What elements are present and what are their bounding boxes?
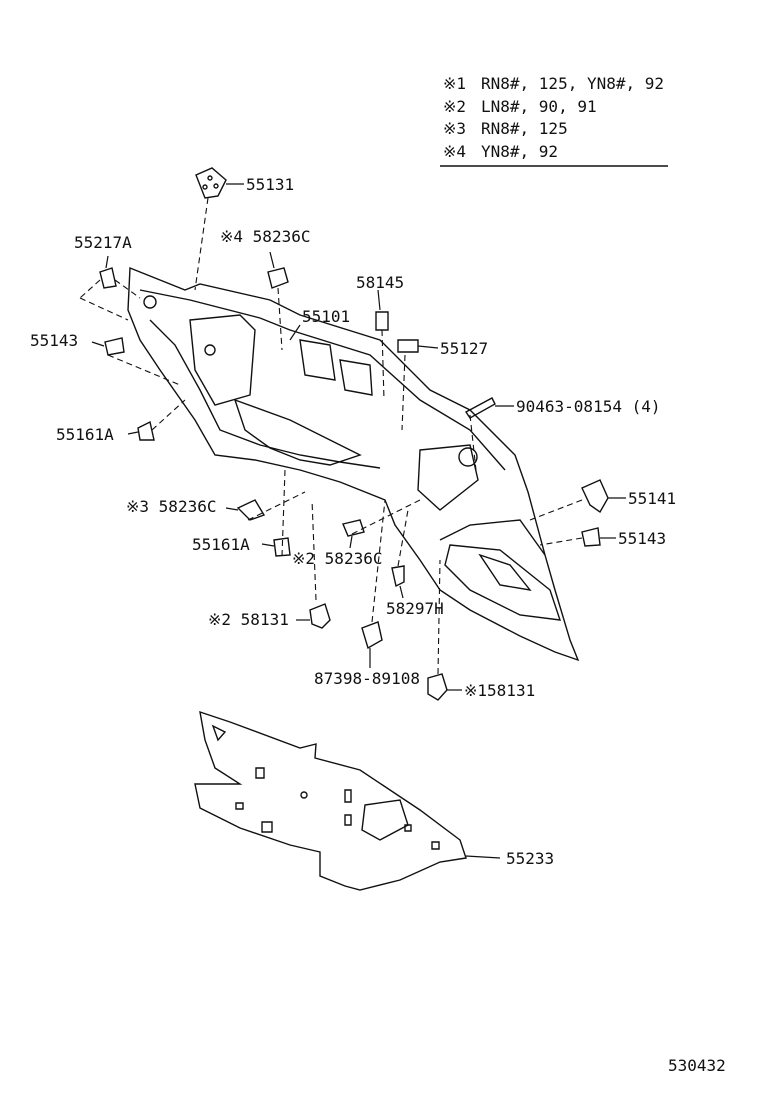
label-90463: 90463-08154 (4) — [516, 397, 661, 416]
label-55143-left: 55143 — [30, 331, 79, 350]
label-55141: 55141 — [628, 489, 677, 508]
label-55127: 55127 — [440, 339, 489, 358]
clip-87398 — [362, 622, 382, 648]
clip-58297h — [392, 566, 404, 586]
legend-row-3: ※3 RN8#, 125 — [443, 119, 568, 138]
label-55143-right: 55143 — [618, 529, 667, 548]
legend-text: RN8#, 125 — [481, 119, 568, 138]
dash-panel-55101 — [128, 268, 578, 660]
legend-text: RN8#, 125, YN8#, 92 — [481, 74, 665, 93]
clip-55161a-left — [138, 422, 154, 440]
label-58236c-3: ※3 58236C — [126, 497, 217, 516]
clip-55143-left — [105, 338, 124, 355]
label-58131-1: ※158131 — [464, 681, 536, 700]
label-55233: 55233 — [506, 849, 555, 868]
legend-mark: ※2 — [443, 97, 467, 116]
label-55161a-mid: 55161A — [192, 535, 250, 554]
legend-text: LN8#, 90, 91 — [481, 97, 597, 116]
label-55161a-left: 55161A — [56, 425, 114, 444]
clip-55127 — [398, 340, 418, 352]
legend-mark: ※4 — [443, 142, 467, 161]
legend-row-4: ※4 YN8#, 92 — [443, 142, 558, 161]
clip-58236c-4 — [268, 268, 288, 288]
insulator-55233 — [195, 712, 466, 890]
clip-58236c-2 — [343, 520, 364, 536]
bracket-55131 — [196, 168, 226, 198]
clip-55217a — [100, 268, 116, 288]
grommet-58131-2 — [310, 604, 330, 628]
legend-mark: ※1 — [443, 74, 467, 93]
reference-number: 530432 — [668, 1056, 726, 1075]
legend-text: YN8#, 92 — [481, 142, 559, 161]
label-87398: 87398-89108 — [314, 669, 420, 688]
clip-55143-right — [582, 528, 600, 546]
label-55131: 55131 — [246, 175, 295, 194]
legend-row-1: ※1 RN8#, 125, YN8#, 92 — [443, 74, 664, 93]
label-58236c-4: ※4 58236C — [220, 227, 311, 246]
bracket-55141 — [582, 480, 608, 512]
grommet-58131-1 — [428, 674, 447, 700]
legend-mark: ※3 — [443, 119, 467, 138]
label-58145: 58145 — [356, 273, 405, 292]
label-58297h: 58297H — [386, 599, 444, 618]
bolt-90463 — [466, 398, 495, 418]
legend-row-2: ※2 LN8#, 90, 91 — [443, 97, 597, 116]
label-58131-2: ※2 58131 — [208, 610, 289, 629]
label-55217a: 55217A — [74, 233, 132, 252]
label-55101: 55101 — [302, 307, 351, 326]
clip-55161a-mid — [274, 538, 290, 556]
clip-58236c-3 — [238, 500, 264, 520]
label-58236c-2: ※2 58236C — [292, 549, 383, 568]
clip-58145 — [376, 312, 388, 330]
